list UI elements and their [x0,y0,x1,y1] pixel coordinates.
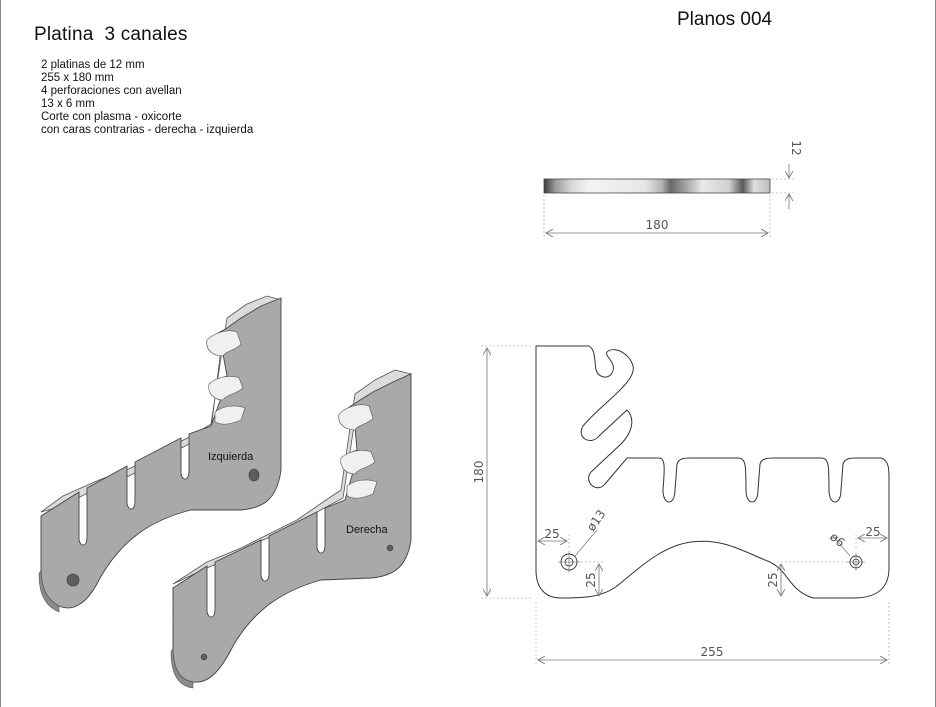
spec-note: 13 x 6 mm [41,98,95,110]
thickness-dimension: 12 [789,140,803,155]
plate-profile [535,345,890,599]
side-view: 180 12 [543,140,803,238]
sheet-code: Planos 004 [677,9,773,30]
left-hole-y-offset: 25 [584,572,598,587]
front-view: 180 255 25 25 ø13 25 25 ø6 [472,345,890,665]
width-dimension: 255 [701,645,724,659]
spec-note: con caras contrarias - derecha - izquier… [41,124,254,136]
small-hole-diameter: ø6 [827,530,847,550]
iso-left-label: Izquierda [208,451,254,463]
spec-note: 2 platinas de 12 mm [41,59,145,71]
spec-notes: 2 platinas de 12 mm 255 x 180 mm 4 perfo… [41,59,253,137]
side-width-dimension: 180 [646,218,669,232]
plate-edge-bar [543,178,771,194]
iso-part-right: Derecha [170,369,413,689]
spec-note: 4 perforaciones con avellan [41,85,182,97]
height-dimension: 180 [472,461,486,484]
right-hole-y-offset: 25 [766,572,780,587]
spec-note: Corte con plasma - oxicorte [41,111,182,123]
large-hole-diameter: ø13 [584,507,608,534]
drawing-title: Platina 3 canales [34,24,188,45]
iso-right-label: Derecha [346,524,388,536]
left-hole-x-offset: 25 [544,527,559,541]
right-hole-x-offset: 25 [865,525,880,539]
spec-note: 255 x 180 mm [41,72,114,84]
iso-part-left: Izquierda [38,295,283,613]
